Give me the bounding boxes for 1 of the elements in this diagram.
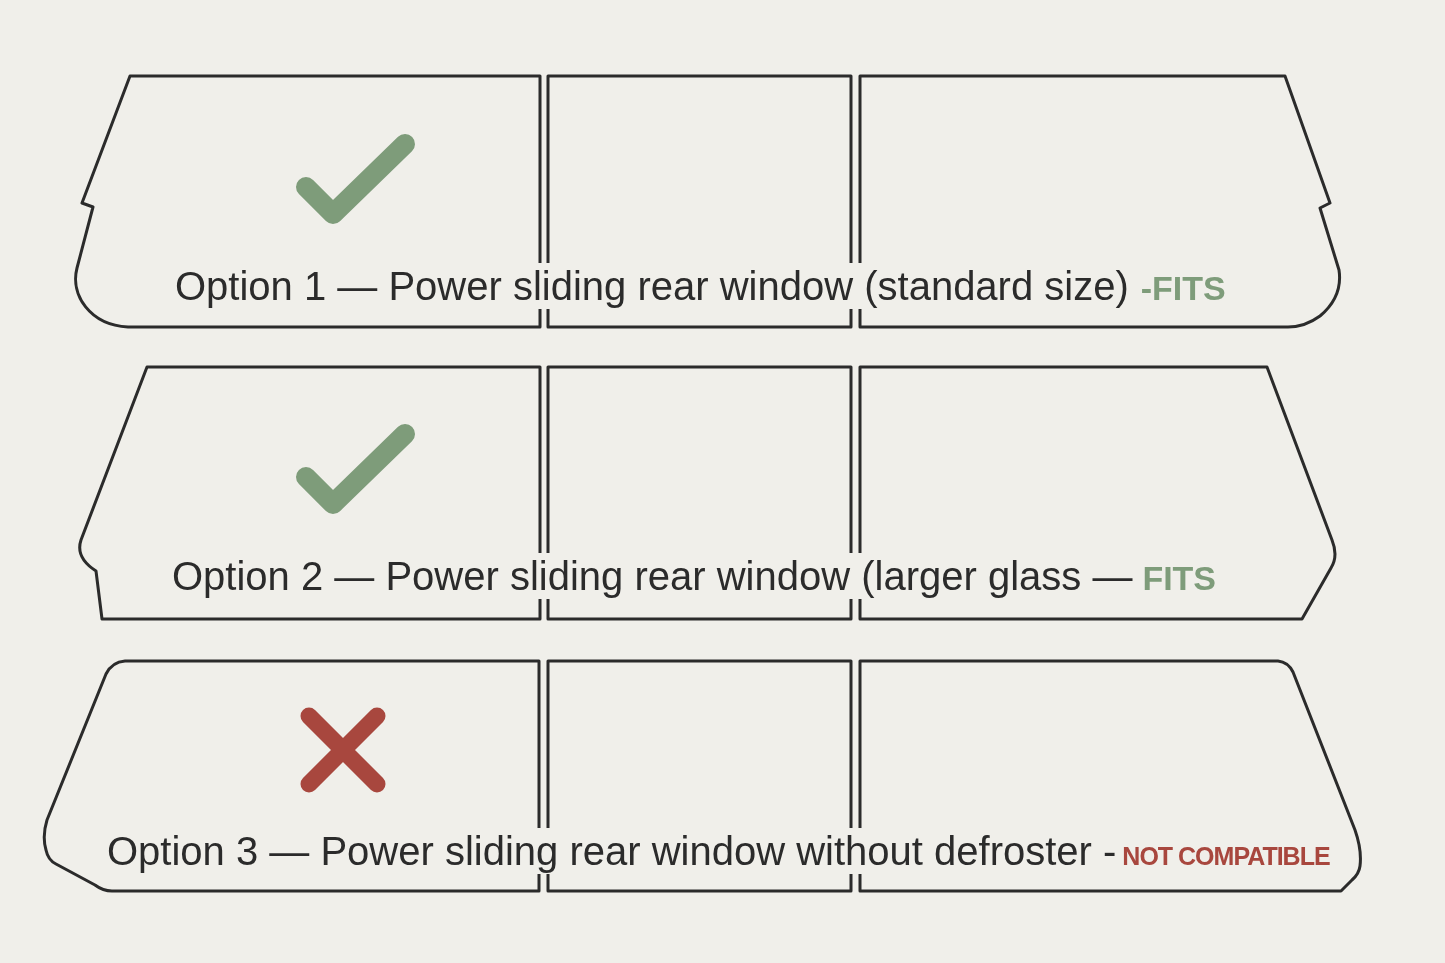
rear-window-outline xyxy=(72,73,1344,330)
